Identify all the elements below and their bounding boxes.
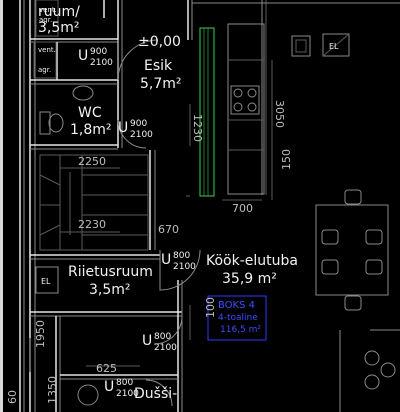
dim-100: 100 (204, 297, 217, 318)
boks-area: 116,5 m² (220, 325, 261, 335)
dining-table (315, 189, 400, 412)
green-glazing (199, 27, 215, 197)
room-dussi-name: Dušši- (134, 386, 177, 402)
door-2-width: 900 (130, 119, 147, 129)
door-4-height: 2100 (154, 343, 177, 353)
room-labels: ruum/ 3,5m² ±0,00 Esik 5,7m² WC 1,8m² Ri… (38, 4, 298, 402)
room-wc-name: WC (78, 105, 102, 121)
el-box-lower: EL (41, 277, 51, 286)
room-riietusruum-area: 3,5m² (89, 282, 131, 298)
dim-150: 150 (280, 149, 293, 170)
room-esik-area: 5,7m² (140, 76, 182, 92)
boks-title: BOKS 4 (218, 300, 255, 311)
dim-1350: 1350 (46, 376, 59, 404)
dim-3050: 3050 (273, 100, 286, 128)
vent-2-line1: vent. (38, 46, 56, 54)
door-3-height: 2100 (173, 262, 196, 272)
boks-type: 4-toaline (218, 313, 258, 323)
door-4-prefix: U (142, 333, 152, 349)
door-swings (117, 39, 201, 407)
dim-700: 700 (232, 202, 253, 215)
room-ruum-name: ruum/ (38, 4, 80, 20)
esik-level: ±0,00 (138, 34, 181, 50)
door-4-width: 800 (154, 332, 171, 342)
door-5-width: 800 (116, 378, 133, 388)
room-esik-name: Esik (144, 58, 173, 74)
door-5-prefix: U (104, 379, 114, 395)
dim-2230: 2230 (78, 218, 106, 231)
door-1-width: 900 (90, 47, 107, 57)
door-2-prefix: U (118, 120, 128, 136)
fixtures (33, 0, 99, 406)
el-box-top: EL (329, 42, 339, 51)
vent-1-line1: vent. (39, 6, 57, 14)
dimension-labels: 2250 2230 670 700 1230 3050 150 100 1950… (6, 100, 293, 404)
dim-2250: 2250 (78, 155, 106, 168)
dimension-lines (29, 60, 273, 372)
dim-1230: 1230 (191, 114, 204, 142)
dim-1950: 1950 (34, 320, 47, 348)
dim-60: 60 (6, 390, 19, 404)
vent-1-line2: agr. (39, 16, 52, 24)
door-1-height: 2100 (90, 58, 113, 68)
door-1-prefix: U (78, 48, 88, 64)
door-3-prefix: U (161, 252, 171, 268)
room-kook-area: 35,9 m² (222, 271, 277, 287)
room-wc-area: 1,8m² (70, 122, 112, 138)
vent-labels: vent. agr. vent. agr. (38, 6, 57, 74)
door-5-height: 2100 (116, 389, 139, 399)
kitchen-counter (227, 23, 350, 195)
vent-2-line2: agr. (38, 66, 51, 74)
boks-frame (207, 295, 267, 341)
stairs (39, 154, 149, 251)
door-labels: U 900 2100 U 900 2100 U 800 2100 U 800 2… (78, 47, 196, 399)
room-kook-name: Köök-elutuba (206, 253, 298, 269)
door-3-width: 800 (173, 251, 190, 261)
room-riietusruum-name: Riietusruum (68, 264, 153, 280)
electrical-labels: EL EL (41, 42, 339, 286)
room-ruum-area: 3,5m² (38, 20, 80, 36)
dim-670: 670 (158, 223, 179, 236)
door-2-height: 2100 (130, 130, 153, 140)
boks-label: BOKS 4 4-toaline 116,5 m² (218, 300, 261, 335)
dim-625: 625 (96, 362, 117, 375)
